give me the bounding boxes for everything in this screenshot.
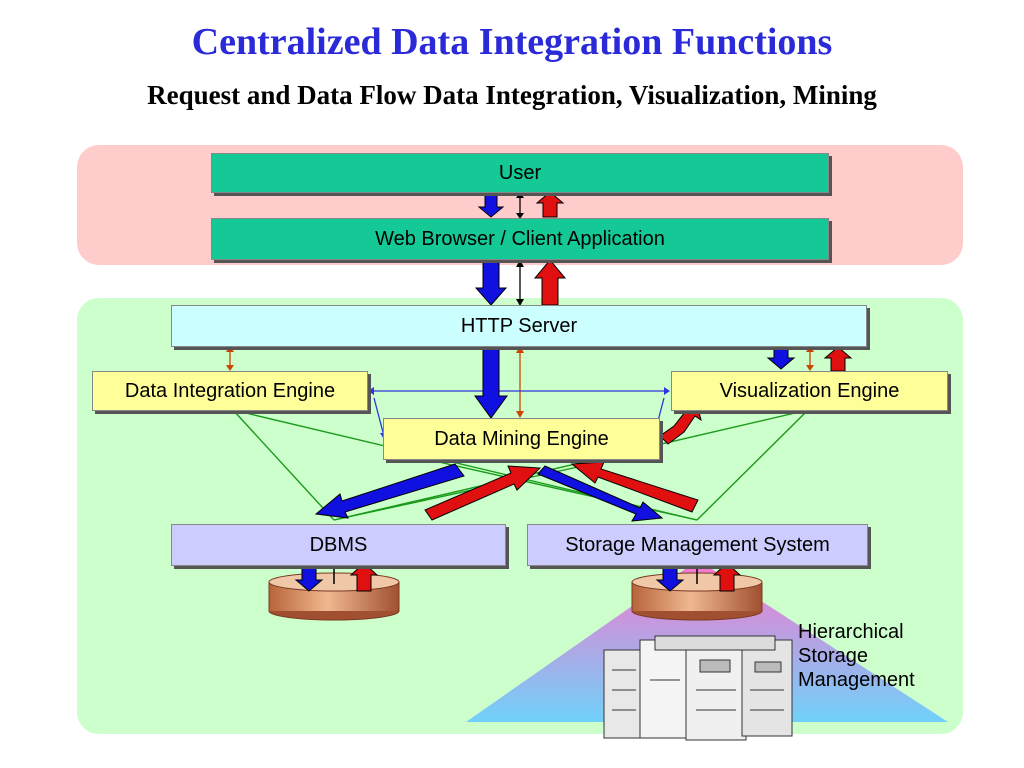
request-arrows	[294, 192, 796, 592]
response-arrows	[349, 191, 853, 592]
visualization-engine-box[interactable]: Visualization Engine	[671, 371, 948, 411]
http-server-box[interactable]: HTTP Server	[171, 305, 867, 347]
data-integration-engine-box[interactable]: Data Integration Engine	[92, 371, 368, 411]
hsm-label: Hierarchical Storage Management	[798, 620, 915, 692]
hsm-label-line2: Storage	[798, 645, 869, 667]
dbms-box[interactable]: DBMS	[171, 524, 506, 566]
page-subtitle: Request and Data Flow Data Integration, …	[147, 80, 877, 110]
storage-management-system-box[interactable]: Storage Management System	[527, 524, 868, 566]
user-box[interactable]: User	[211, 153, 829, 193]
hsm-label-line1: Hierarchical	[798, 621, 904, 643]
web-browser-box[interactable]: Web Browser / Client Application	[211, 218, 829, 260]
data-mining-engine-box[interactable]: Data Mining Engine	[383, 418, 660, 460]
page-title: Centralized Data Integration Functions	[191, 21, 833, 63]
server-rack-icon	[603, 635, 793, 741]
hsm-label-line3: Management	[798, 669, 915, 691]
